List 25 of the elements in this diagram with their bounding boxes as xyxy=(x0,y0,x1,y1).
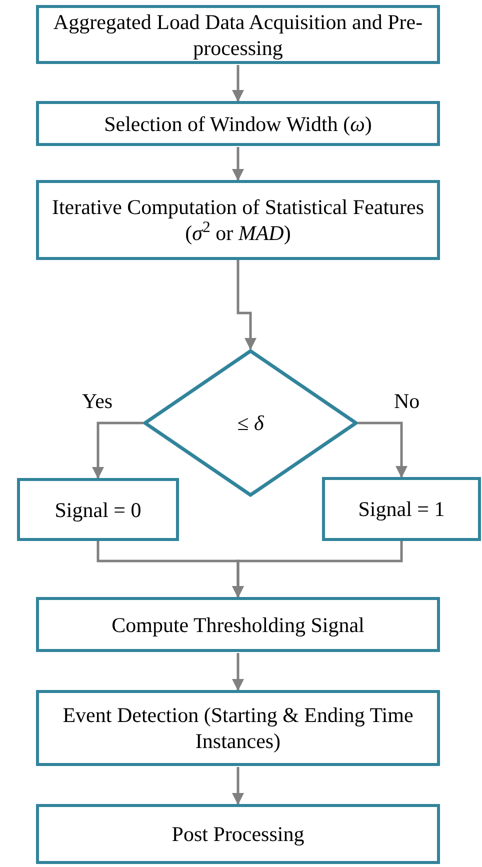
box-label: Signal = 1 xyxy=(358,496,445,522)
process-box xyxy=(36,180,440,260)
decision-label: ≤ δ xyxy=(237,410,264,436)
process-box xyxy=(36,597,440,652)
arrow xyxy=(232,767,244,805)
box-label: Compute Thresholding Signal xyxy=(112,612,364,638)
arrow xyxy=(358,422,408,478)
box-label: Event Detection (Starting & Ending Time Instances) xyxy=(62,702,414,754)
process-box xyxy=(36,5,440,64)
box-label: Selection of Window Width (ω) xyxy=(104,110,372,136)
arrow xyxy=(232,65,244,102)
arrow xyxy=(92,422,143,479)
process-box xyxy=(17,478,179,541)
process-box xyxy=(36,804,440,864)
box-label: Iterative Computation of Statistical Features (σ$^{2}$ or MAD) xyxy=(50,194,426,246)
box-label: Post Processing xyxy=(172,821,304,847)
arrow xyxy=(232,541,403,598)
box-label: Aggregated Load Data Acquisition and Pre-processing xyxy=(52,8,424,60)
arrow xyxy=(232,653,244,691)
process-box xyxy=(36,690,440,766)
process-box xyxy=(322,477,481,541)
process-box xyxy=(36,101,440,146)
arrow xyxy=(236,260,256,350)
box-label: Signal = 0 xyxy=(54,496,142,522)
arrow xyxy=(232,147,244,181)
